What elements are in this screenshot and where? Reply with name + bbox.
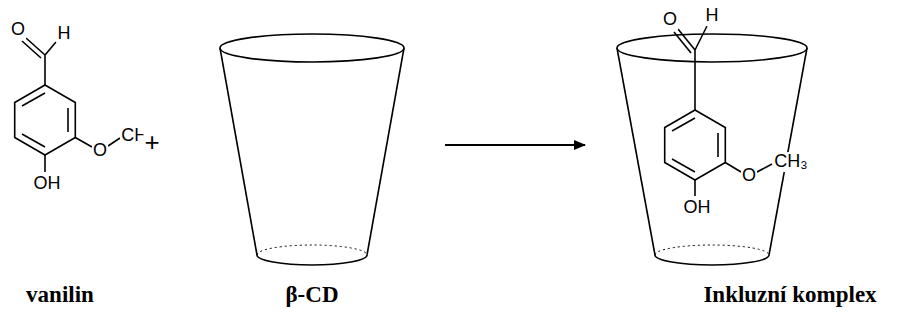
plus-sign: +: [143, 128, 160, 157]
atom-label: O: [662, 10, 678, 30]
caption-label: β-CD: [285, 282, 340, 307]
atom-label: H: [57, 24, 72, 44]
atom-label: O: [92, 141, 108, 161]
group-label: CH₃: [773, 152, 808, 172]
atom-label: O: [741, 166, 757, 186]
atom-label: O: [10, 20, 26, 40]
atom-label: H: [705, 6, 720, 26]
guest-vanillin-structure: [665, 26, 772, 196]
caption-label: vanilin: [25, 282, 95, 307]
vanillin-structure: [15, 38, 120, 172]
reaction-arrow: [445, 144, 585, 146]
complex-cup: [617, 34, 807, 265]
caption-label: Inkluzní komplex: [702, 282, 877, 307]
group-label: OH: [33, 174, 62, 194]
beta-cd-cup: [220, 34, 404, 265]
group-label: OH: [683, 198, 712, 218]
